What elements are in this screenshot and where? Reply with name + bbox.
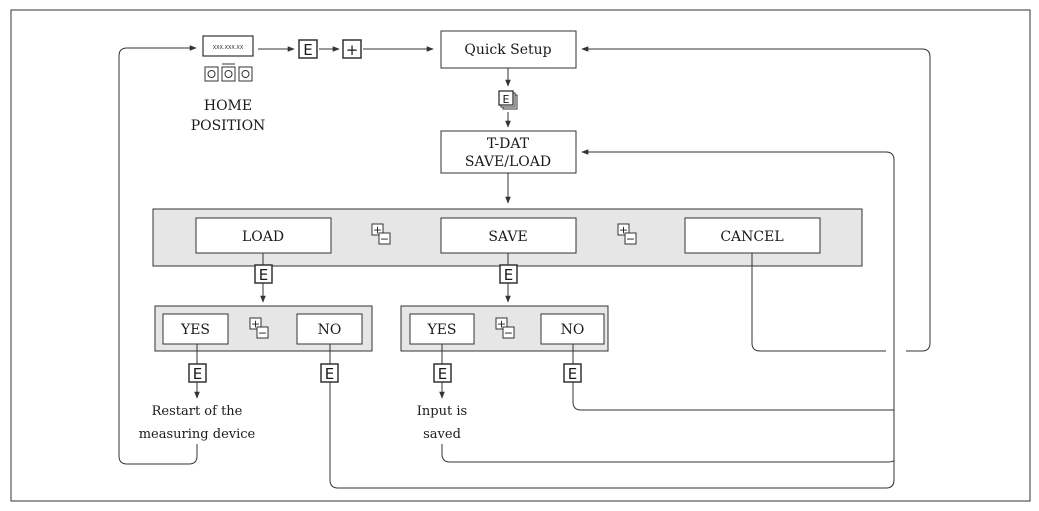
home-position-device-icon: XXX.XXX.XX bbox=[202, 35, 254, 82]
load-option-box bbox=[195, 217, 332, 254]
device-buttons-icon bbox=[204, 63, 253, 82]
svg-text:E: E bbox=[438, 365, 447, 383]
saved-note-line1: Input is bbox=[417, 404, 467, 419]
save-no-label: NO bbox=[561, 322, 585, 338]
svg-text:E: E bbox=[504, 266, 513, 284]
plus-key-icon: + bbox=[342, 39, 362, 59]
svg-text:E: E bbox=[325, 365, 334, 383]
svg-text:−: − bbox=[504, 327, 513, 340]
enter-key-icon: E bbox=[298, 39, 318, 59]
cancel-option-label: CANCEL bbox=[720, 229, 783, 245]
enter-key-icon: E bbox=[188, 363, 207, 383]
tdat-label: T-DAT bbox=[487, 136, 530, 152]
quick-setup-box bbox=[440, 30, 577, 69]
save-yes-label: YES bbox=[426, 322, 456, 338]
svg-text:−: − bbox=[258, 327, 267, 340]
enter-key-icon: E bbox=[320, 363, 339, 383]
load-no-box bbox=[296, 313, 363, 345]
svg-text:E: E bbox=[503, 93, 510, 106]
svg-text:+: + bbox=[619, 224, 628, 237]
svg-text:+: + bbox=[346, 41, 359, 59]
tdat-save-load-box bbox=[440, 130, 577, 174]
enter-key-icon: E bbox=[499, 264, 518, 284]
enter-key-icon: E bbox=[563, 363, 582, 383]
load-option-label: LOAD bbox=[242, 229, 284, 245]
enter-key-icon: E bbox=[254, 264, 273, 284]
svg-text:+: + bbox=[373, 224, 382, 237]
load-yes-label: YES bbox=[180, 322, 210, 338]
saved-note-line2: saved bbox=[423, 427, 461, 442]
svg-text:E: E bbox=[303, 41, 312, 59]
restart-note-line2: measuring device bbox=[139, 427, 256, 442]
enter-key-icon: E bbox=[433, 363, 452, 383]
svg-text:E: E bbox=[193, 365, 202, 383]
home-label: HOME bbox=[204, 98, 252, 114]
load-yes-box bbox=[162, 313, 229, 345]
enter-key-multiple-icon: E bbox=[498, 90, 518, 110]
svg-text:−: − bbox=[626, 233, 635, 246]
plus-minus-key-icon: + − bbox=[617, 223, 637, 246]
plus-minus-key-icon: + − bbox=[495, 317, 515, 340]
save-option-label: SAVE bbox=[488, 229, 527, 245]
position-label: POSITION bbox=[191, 118, 266, 134]
plus-minus-key-icon: + − bbox=[371, 223, 391, 246]
load-no-label: NO bbox=[318, 322, 342, 338]
save-no-box bbox=[540, 313, 605, 345]
save-yes-box bbox=[409, 313, 475, 345]
save-option-box bbox=[440, 217, 577, 254]
outer-frame bbox=[10, 9, 1031, 502]
quick-setup-label: Quick Setup bbox=[464, 42, 551, 58]
restart-note-line1: Restart of the bbox=[152, 404, 243, 419]
svg-text:+: + bbox=[497, 318, 506, 331]
svg-text:E: E bbox=[259, 266, 268, 284]
save-load-label: SAVE/LOAD bbox=[465, 154, 551, 170]
svg-text:E: E bbox=[568, 365, 577, 383]
device-display-text: XXX.XXX.XX bbox=[213, 45, 244, 51]
svg-text:+: + bbox=[251, 318, 260, 331]
svg-text:−: − bbox=[380, 233, 389, 246]
plus-minus-key-icon: + − bbox=[249, 317, 269, 340]
